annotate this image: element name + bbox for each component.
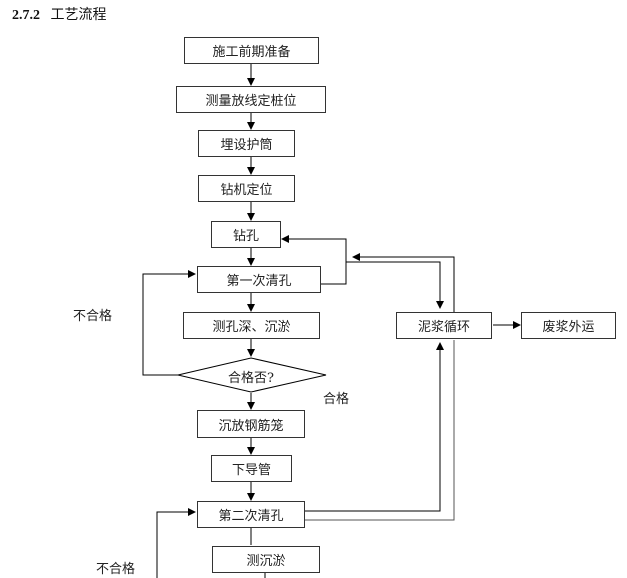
decision-diamond <box>177 357 327 393</box>
node-casing-text: 埋设护筒 <box>220 138 273 153</box>
node-pipe: 下导管 <box>211 455 292 482</box>
node-clean1: 第一次清孔 <box>197 266 321 293</box>
clean2-to-mud <box>305 342 444 512</box>
node-rig-text: 钻机定位 <box>220 183 273 198</box>
node-survey: 测量放线定桩位 <box>176 86 326 113</box>
fail-label-2: 不合格 <box>96 562 136 577</box>
clean1-to-mud <box>346 261 444 309</box>
node-rig: 钻机定位 <box>198 175 295 202</box>
node-prep-text: 施工前期准备 <box>212 45 291 60</box>
section-title: 工艺流程 <box>50 7 107 23</box>
node-mud-cycle: 泥浆循环 <box>396 312 492 339</box>
node-cage-text: 沉放钢筋笼 <box>218 418 284 434</box>
node-drill: 钻孔 <box>211 221 281 248</box>
section-number: 2.7.2 <box>12 8 40 23</box>
node-measure-depth: 测孔深、沉淤 <box>183 312 320 339</box>
fail-loop-1 <box>142 270 196 376</box>
node-prep: 施工前期准备 <box>184 37 319 64</box>
node-measure-silt-text: 测沉淤 <box>246 554 286 569</box>
node-clean2: 第二次清孔 <box>197 501 305 528</box>
section-heading: 2.7.2 工艺流程 <box>12 4 106 24</box>
pass-label: 合格 <box>323 392 350 407</box>
mud-to-clean1 <box>352 253 455 312</box>
node-mud-cycle-text: 泥浆循环 <box>417 320 470 335</box>
node-pipe-text: 下导管 <box>231 463 271 478</box>
node-clean1-text: 第一次清孔 <box>226 274 292 289</box>
mud-return-clean2 <box>305 340 455 521</box>
node-waste-text: 废浆外运 <box>542 320 595 335</box>
fail-label-1: 不合格 <box>73 309 113 324</box>
node-survey-text: 测量放线定桩位 <box>205 94 297 109</box>
node-measure-depth-text: 测孔深、沉淤 <box>212 320 291 335</box>
fail-loop-2 <box>156 508 196 578</box>
node-waste: 废浆外运 <box>521 312 616 339</box>
decision-text: 合格否? <box>228 371 274 386</box>
node-cage: 沉放钢筋笼 <box>197 410 305 438</box>
node-drill-text: 钻孔 <box>232 229 259 244</box>
node-measure-silt: 测沉淤 <box>212 546 320 573</box>
node-clean2-text: 第二次清孔 <box>218 509 284 524</box>
node-casing: 埋设护筒 <box>198 130 295 157</box>
